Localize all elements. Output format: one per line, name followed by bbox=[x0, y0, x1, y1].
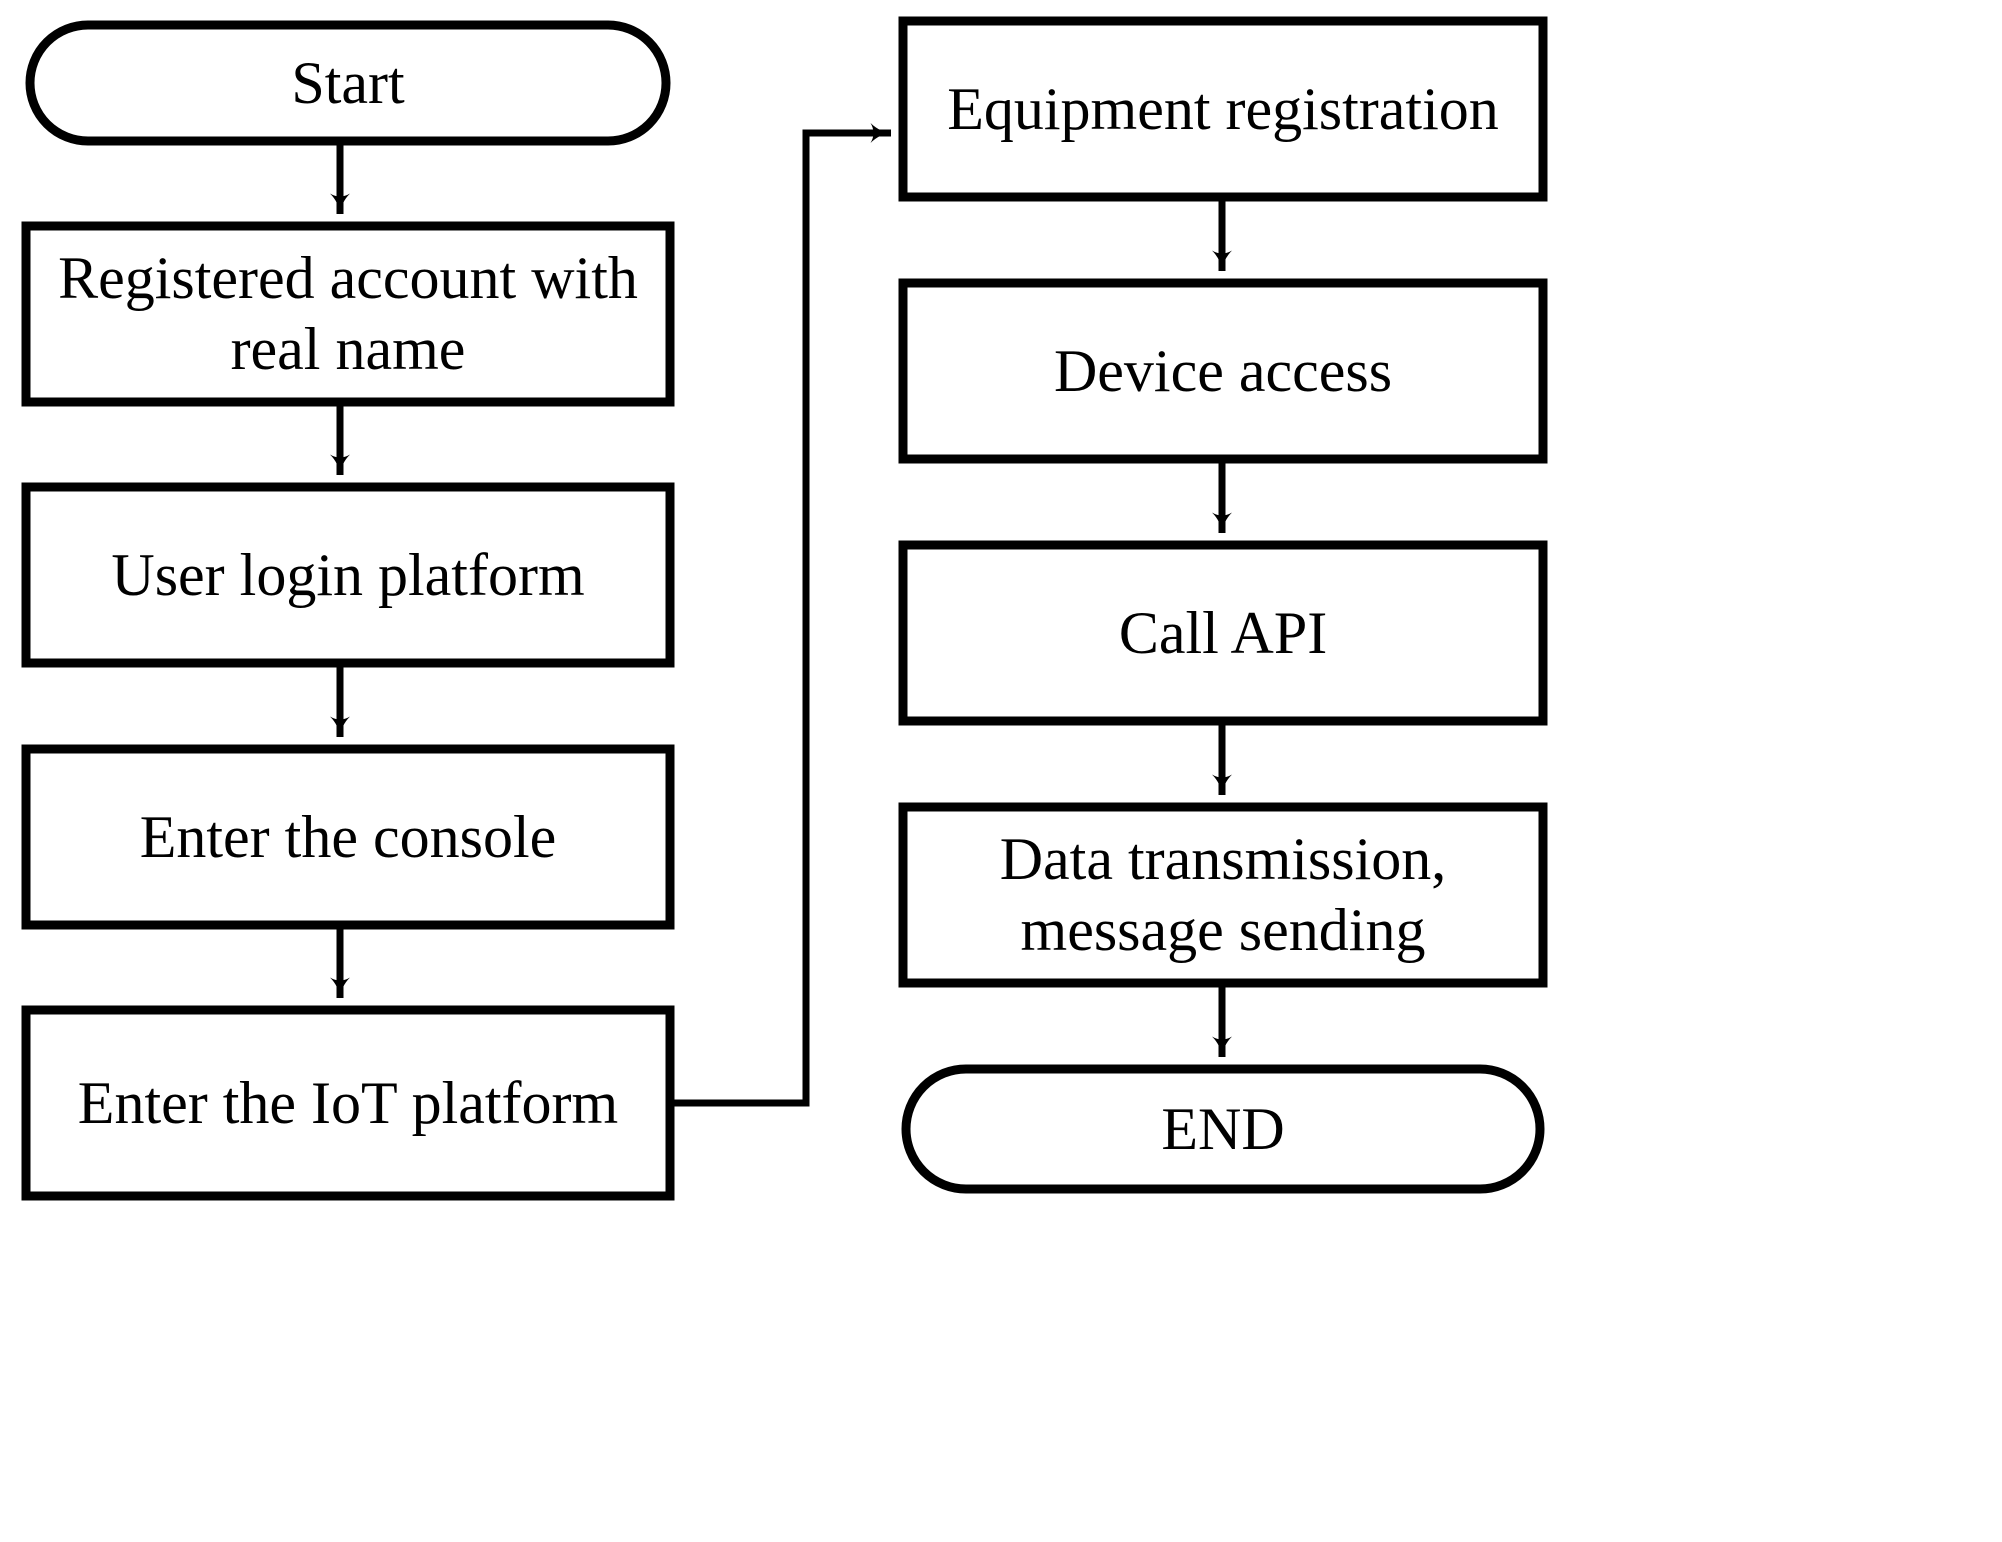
node-shape-data-transmission[interactable] bbox=[898, 802, 1548, 988]
node-shape-end[interactable] bbox=[901, 1064, 1545, 1194]
node-shape-enter-console[interactable] bbox=[21, 744, 675, 930]
edge-enter-iot-to-equipment-registration bbox=[670, 123, 892, 1107]
node-shape-equipment-registration[interactable] bbox=[898, 16, 1548, 202]
node-shape-registered-account[interactable] bbox=[21, 221, 675, 407]
node-shape-call-api[interactable] bbox=[898, 540, 1548, 726]
node-shape-device-access[interactable] bbox=[898, 278, 1548, 464]
node-shape-start[interactable] bbox=[25, 20, 671, 146]
node-shape-user-login[interactable] bbox=[21, 482, 675, 668]
node-shape-enter-iot-platform[interactable] bbox=[21, 1005, 675, 1201]
